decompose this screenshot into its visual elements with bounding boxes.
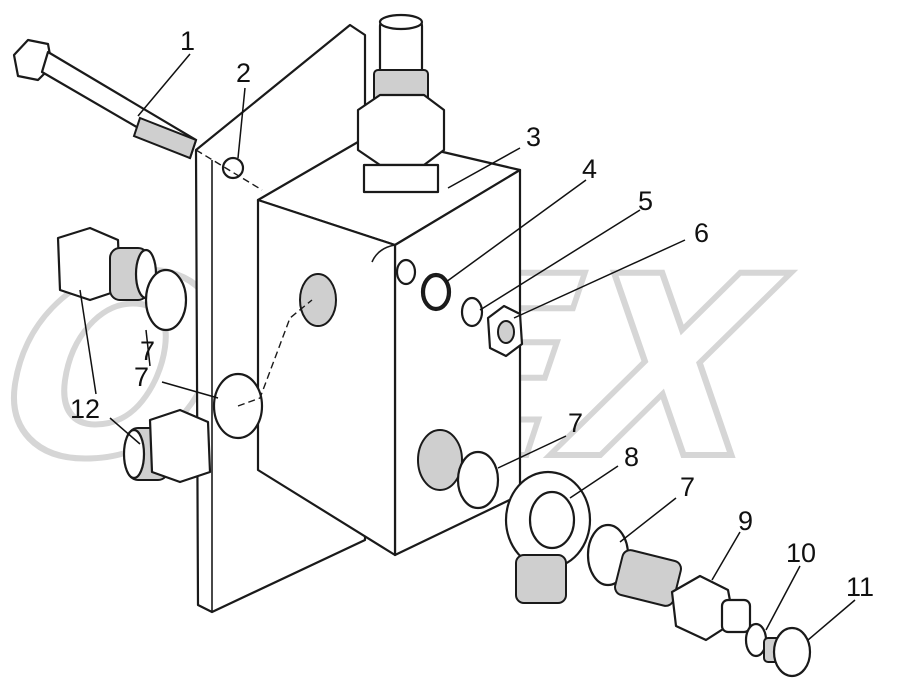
hex-nut (486, 304, 524, 358)
callout-12: 12 (70, 394, 100, 424)
left-fitting-lower (122, 408, 212, 484)
callout-3: 3 (526, 122, 541, 152)
callout-7-upper-left: 7 (140, 336, 155, 366)
callout-4: 4 (582, 154, 597, 184)
callout-11: 11 (846, 572, 874, 602)
hollow-bolt (614, 549, 752, 642)
callout-2: 2 (236, 58, 251, 88)
callout-5: 5 (638, 186, 653, 216)
callout-7-lower-port: 7 (568, 408, 583, 438)
washer (422, 274, 450, 310)
callout-7-mid-left: 7 (134, 362, 149, 392)
bolt-axis-line (195, 149, 263, 191)
leader-lines (79, 53, 856, 641)
callout-6: 6 (694, 218, 709, 248)
callout-10: 10 (786, 538, 816, 568)
o-ring-lower-port (456, 450, 500, 510)
callout-1: 1 (180, 26, 195, 56)
callout-8: 8 (624, 442, 639, 472)
callout-9: 9 (738, 506, 753, 536)
banjo-fitting (504, 470, 592, 604)
port-axis-line (237, 299, 313, 407)
screw-plug (763, 626, 812, 678)
callout-7-banjo: 7 (680, 472, 695, 502)
o-ring-upper-left (144, 268, 188, 332)
top-cartridge (356, 13, 446, 194)
bolt (12, 38, 198, 160)
retaining-ring (460, 296, 484, 328)
callouts: 1 2 3 4 5 6 7 7 7 7 8 9 10 11 12 (70, 26, 874, 602)
